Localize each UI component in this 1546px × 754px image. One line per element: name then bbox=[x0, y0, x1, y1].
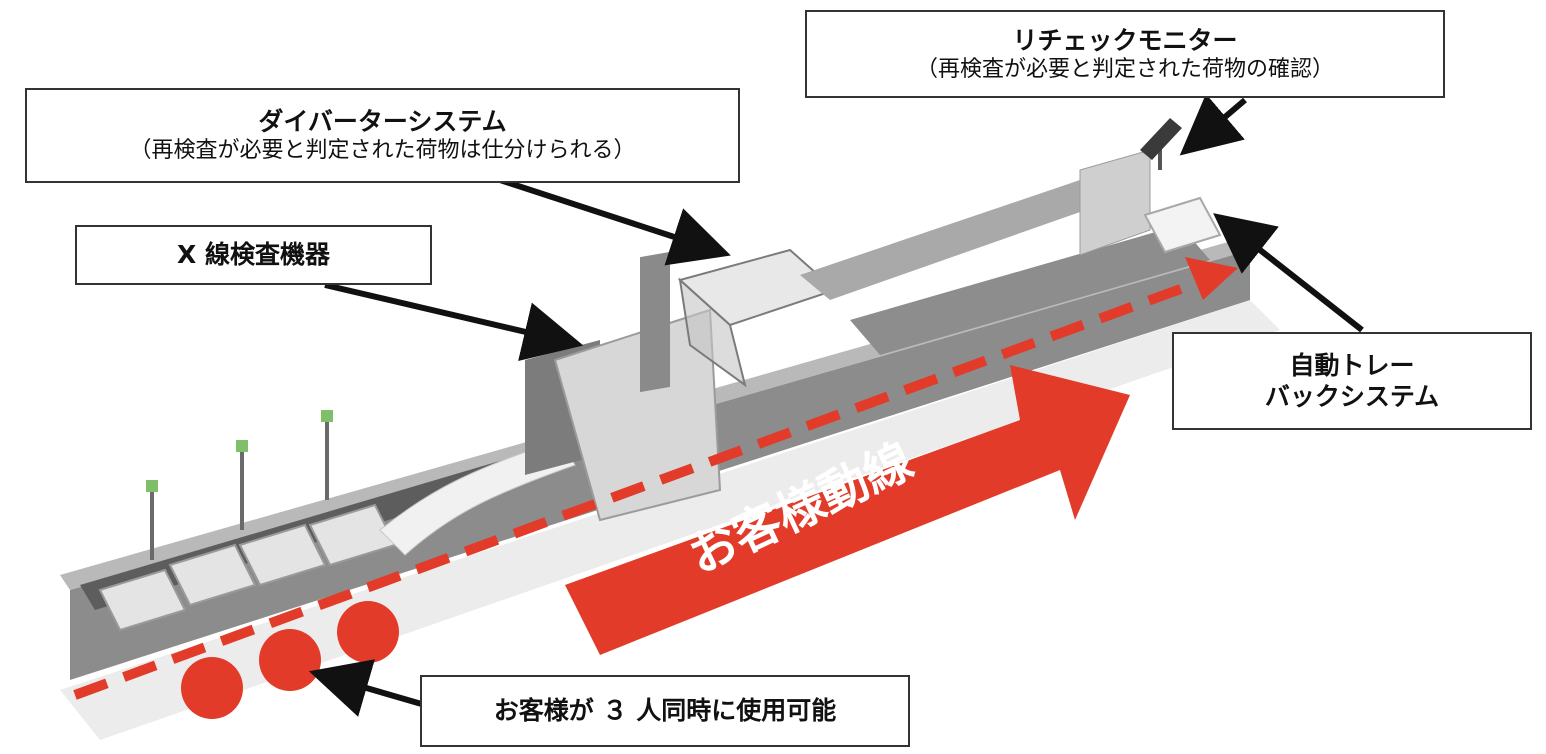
pointer-tray-back bbox=[1213, 213, 1364, 333]
tray bbox=[98, 568, 187, 632]
callout-three-customers: お客様が ３ 人同時に使用可能 bbox=[420, 675, 910, 747]
pointer-recheck-monitor bbox=[1179, 93, 1247, 156]
pointer-diverter bbox=[499, 177, 731, 266]
callout-title: リチェックモニター bbox=[1012, 25, 1238, 55]
pole-light bbox=[236, 440, 248, 452]
diverter-enclosure-front bbox=[678, 277, 747, 388]
callout-title: ダイバーターシステム bbox=[258, 107, 507, 137]
callout-line-2: バックシステム bbox=[1264, 382, 1440, 411]
recheck-station bbox=[1079, 149, 1151, 256]
callout-title: お客様が ３ 人同時に使用可能 bbox=[493, 696, 837, 726]
pointer-customers bbox=[308, 659, 426, 717]
customer-marker bbox=[181, 657, 243, 719]
callout-subtitle: （再検査が必要と判定された荷物の確認） bbox=[915, 56, 1334, 82]
monitor-icon bbox=[1140, 118, 1182, 170]
xray-machine-panel bbox=[640, 251, 670, 393]
tray-group bbox=[98, 503, 397, 632]
callout-diverter-system: ダイバーターシステム （再検査が必要と判定された荷物は仕分けられる） bbox=[25, 88, 740, 183]
callout-subtitle: （再検査が必要と判定された荷物は仕分けられる） bbox=[129, 138, 636, 164]
callout-title: X 線検査機器 bbox=[177, 240, 330, 270]
pole-light bbox=[146, 480, 158, 492]
main-conveyor bbox=[850, 225, 1210, 355]
tray bbox=[238, 523, 327, 587]
flow-big-arrow bbox=[565, 365, 1130, 655]
pole-lights bbox=[146, 410, 333, 492]
callout-line-1: 自動トレー bbox=[1289, 350, 1415, 380]
customer-marker bbox=[259, 629, 321, 691]
reject-conveyor bbox=[800, 180, 1100, 300]
callout-auto-tray-back: 自動トレー バックシステム bbox=[1172, 332, 1532, 430]
tray bbox=[168, 543, 257, 607]
pole-light bbox=[321, 410, 333, 422]
callout-recheck-monitor: リチェックモニター （再検査が必要と判定された荷物の確認） bbox=[805, 10, 1445, 98]
callout-xray-device: X 線検査機器 bbox=[75, 225, 432, 285]
guide-poles bbox=[150, 420, 329, 560]
flow-dashed-line bbox=[73, 275, 1207, 700]
pointer-xray bbox=[324, 282, 584, 362]
customer-marker bbox=[337, 601, 399, 663]
